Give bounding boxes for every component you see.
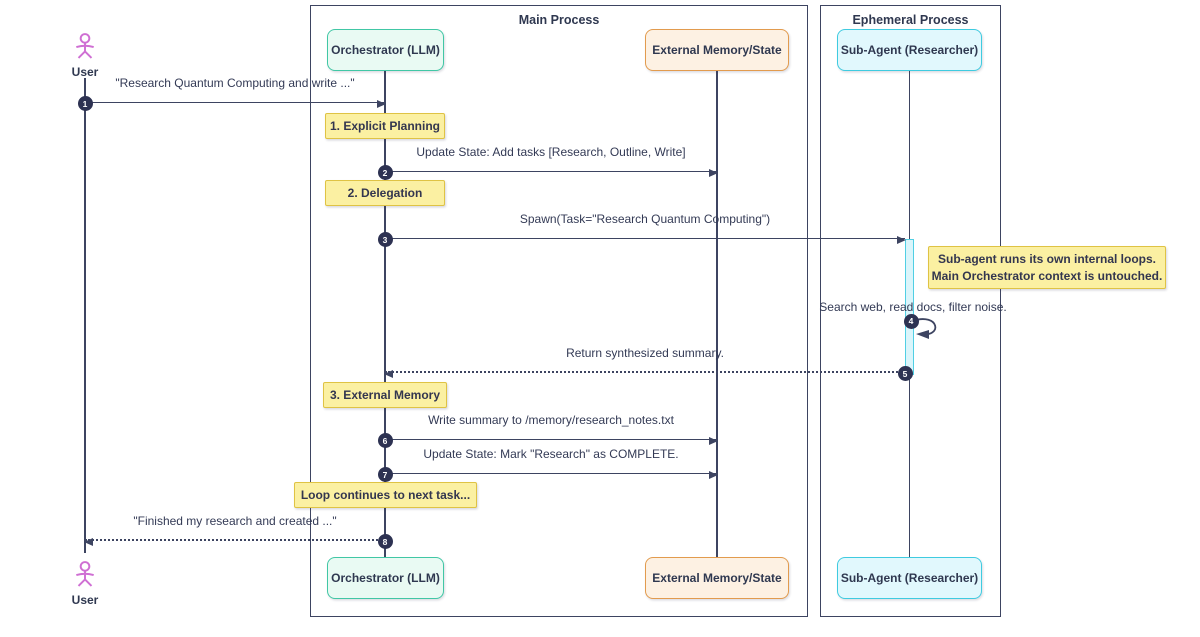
message-1-label: "Research Quantum Computing and write ..… [115,76,355,90]
note-explicit-planning: 1. Explicit Planning [325,113,445,139]
self-loop-arrow-icon [911,318,937,339]
participant-external-memory-label: External Memory/State [652,571,782,585]
participant-subagent-top: Sub-Agent (Researcher) [837,29,982,71]
user-actor-icon [76,33,94,59]
lifeline-orchestrator [384,71,386,557]
message-2: Update State: Add tasks [Research, Outli… [377,144,718,181]
message-8-badge: 8 [377,534,393,550]
boundary-ephemeral-process-label: Ephemeral Process [852,13,969,27]
message-3-badge: 3 [377,232,393,248]
message-1: "Research Quantum Computing and write ..… [77,75,386,112]
note-subagent-loops-line1: Sub-agent runs its own internal loops. [937,251,1156,266]
user-actor-top: User [55,33,115,79]
message-6-label: Write summary to /memory/research_notes.… [428,413,674,427]
message-6: Write summary to /memory/research_notes.… [377,412,718,449]
message-8-label: "Finished my research and created ..." [133,514,337,528]
message-4-label: Search web, read docs, filter noise. [819,300,1007,314]
note-delegation: 2. Delegation [325,180,445,206]
participant-orchestrator-label: Orchestrator (LLM) [331,571,440,585]
arrowhead-icon [709,436,718,445]
message-7: Update State: Mark "Research" as COMPLET… [377,446,718,483]
note-loop-continues: Loop continues to next task... [294,482,477,508]
participant-orchestrator-bottom: Orchestrator (LLM) [327,557,444,599]
user-actor-icon [76,561,94,587]
user-label-bottom: User [71,593,99,607]
participant-subagent-label: Sub-Agent (Researcher) [840,571,979,585]
boundary-main-process: Main Process [310,5,808,617]
message-3-label: Spawn(Task="Research Quantum Computing") [519,212,771,226]
arrowhead-icon [384,369,393,378]
message-8: "Finished my research and created ..." 8 [84,513,393,550]
message-4-badge: 4 [903,313,919,329]
participant-orchestrator-label: Orchestrator (LLM) [331,43,440,57]
arrowhead-icon [84,537,93,546]
message-5-label: Return synthesized summary. [566,346,724,360]
message-7-label: Update State: Mark "Research" as COMPLET… [423,447,679,461]
participant-orchestrator-top: Orchestrator (LLM) [327,29,444,71]
boundary-main-process-label: Main Process [518,13,600,27]
arrowhead-icon [709,470,718,479]
participant-external-memory-label: External Memory/State [652,43,782,57]
lifeline-external-memory [716,71,718,557]
message-2-badge: 2 [377,165,393,181]
message-5-badge: 5 [897,366,913,382]
user-actor-bottom: User [55,561,115,607]
participant-subagent-bottom: Sub-Agent (Researcher) [837,557,982,599]
message-6-badge: 6 [377,433,393,449]
message-2-label: Update State: Add tasks [Research, Outli… [416,145,686,159]
boundary-ephemeral-process: Ephemeral Process [820,5,1001,617]
user-label-top: User [71,65,99,79]
arrowhead-icon [709,168,718,177]
participant-external-memory-top: External Memory/State [645,29,789,71]
participant-external-memory-bottom: External Memory/State [645,557,789,599]
message-7-badge: 7 [377,467,393,483]
note-external-memory: 3. External Memory [323,382,447,408]
arrowhead-icon [377,99,386,108]
message-5: Return synthesized summary. 5 [384,345,913,382]
lifeline-user [84,78,86,553]
message-3: Spawn(Task="Research Quantum Computing")… [377,211,906,248]
arrowhead-icon [897,235,906,244]
note-subagent-loops-line2: Main Orchestrator context is untouched. [931,268,1163,283]
participant-subagent-label: Sub-Agent (Researcher) [840,43,979,57]
note-subagent-loops: Sub-agent runs its own internal loops. M… [928,246,1166,289]
message-1-badge: 1 [77,96,93,112]
